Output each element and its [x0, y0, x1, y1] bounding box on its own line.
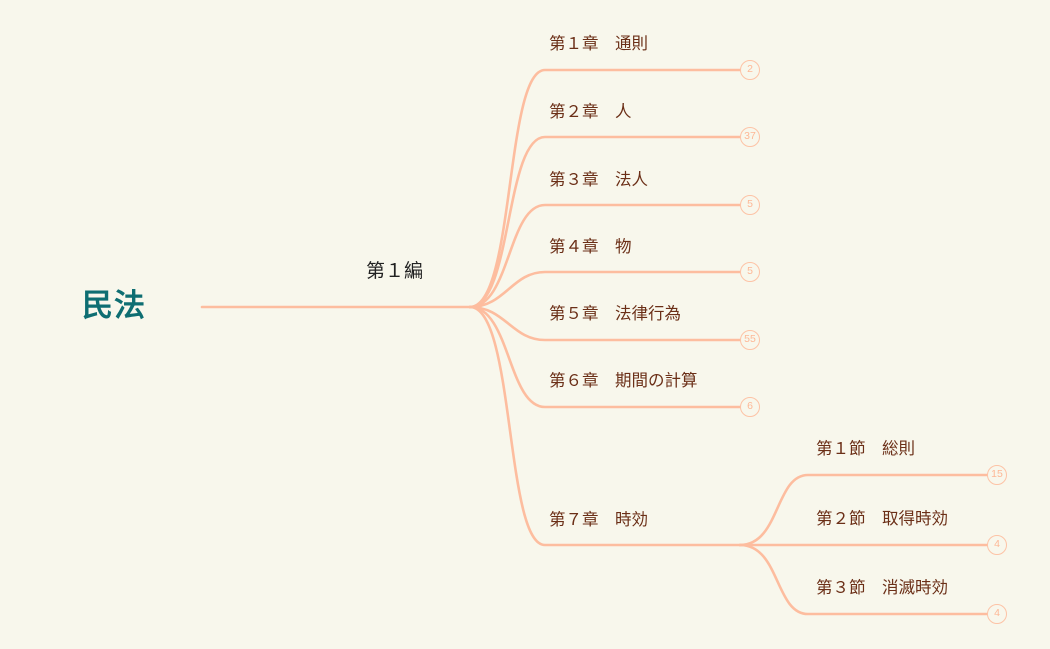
chapter-node-3[interactable]: 第３章 法人	[549, 170, 648, 189]
chapter-node-1[interactable]: 第１章 通則	[549, 34, 648, 53]
chapter-node-7[interactable]: 第７章 時効	[549, 510, 648, 529]
count-badge[interactable]: 15	[987, 465, 1007, 485]
count-badge[interactable]: 5	[740, 262, 760, 282]
chapter-node-2[interactable]: 第２章 人	[549, 102, 632, 121]
link-chapter-2	[468, 135, 742, 309]
section-node-1[interactable]: 第１節 総則	[816, 439, 915, 458]
section-node-3[interactable]: 第３節 消滅時効	[816, 578, 948, 597]
link-chapter-3	[468, 203, 742, 309]
link-chapter-7	[468, 305, 742, 547]
section-node-2[interactable]: 第２節 取得時効	[816, 509, 948, 528]
part-node[interactable]: 第１編	[366, 260, 424, 282]
link-section-1	[738, 473, 989, 547]
count-badge[interactable]: 4	[987, 535, 1007, 555]
count-badge[interactable]: 37	[740, 127, 760, 147]
link-chapter-6	[468, 305, 742, 409]
link-chapter-4	[468, 270, 742, 309]
chapter-node-4[interactable]: 第４章 物	[549, 237, 632, 256]
count-badge[interactable]: 6	[740, 397, 760, 417]
count-badge[interactable]: 4	[987, 604, 1007, 624]
link-section-3	[738, 543, 989, 616]
chapter-node-5[interactable]: 第５章 法律行為	[549, 304, 681, 323]
link-chapter-1	[468, 68, 742, 309]
chapter-node-6[interactable]: 第６章 期間の計算	[549, 371, 698, 390]
count-badge[interactable]: 5	[740, 195, 760, 215]
link-chapter-5	[468, 305, 742, 342]
root-node[interactable]: 民法	[82, 288, 146, 324]
count-badge[interactable]: 2	[740, 60, 760, 80]
count-badge[interactable]: 55	[740, 330, 760, 350]
